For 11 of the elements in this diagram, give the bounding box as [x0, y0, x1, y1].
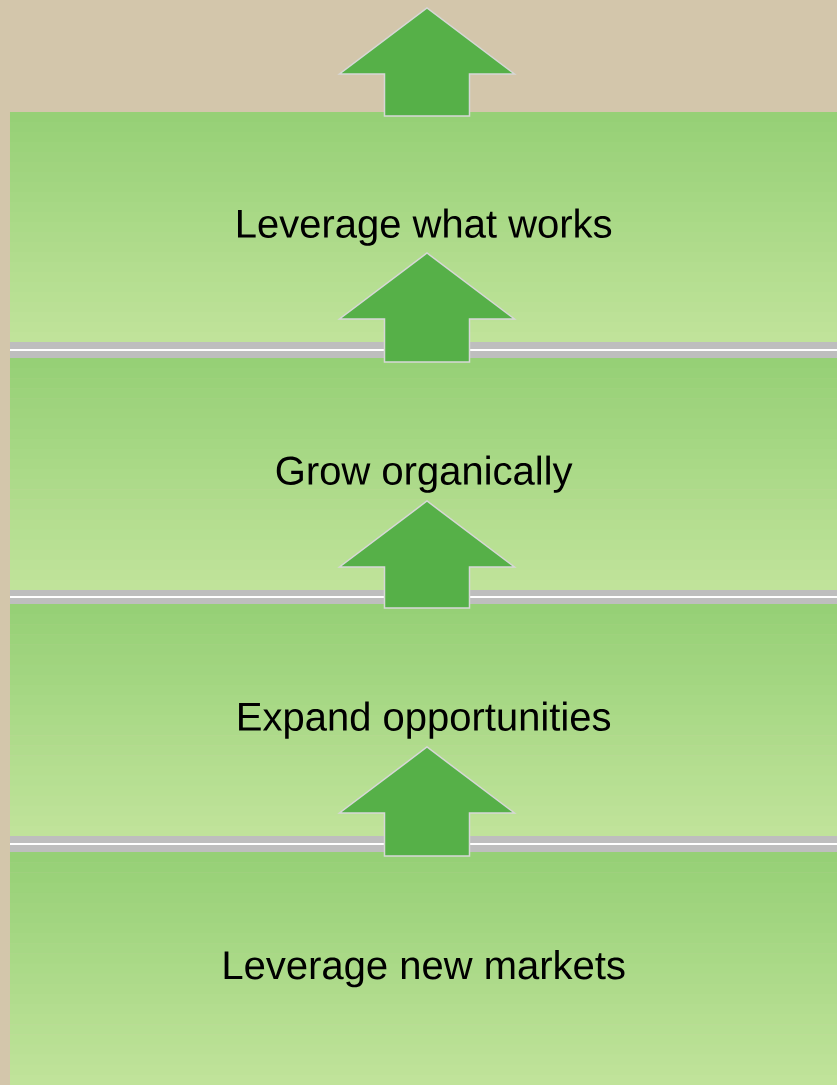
up-arrow — [337, 252, 517, 363]
up-arrow — [337, 746, 517, 857]
step-band: Leverage new markets — [10, 852, 837, 1085]
node-label: Expand opportunities — [239, 701, 611, 739]
step-band: Expand opportunities — [10, 604, 837, 836]
up-arrow — [337, 7, 517, 117]
node-label: Grow organically — [276, 455, 573, 493]
step-band: Grow organically — [10, 358, 837, 590]
node-label: Leverage what works — [237, 208, 612, 246]
up-arrow — [337, 500, 517, 609]
step-band: Leverage what works — [10, 112, 837, 342]
